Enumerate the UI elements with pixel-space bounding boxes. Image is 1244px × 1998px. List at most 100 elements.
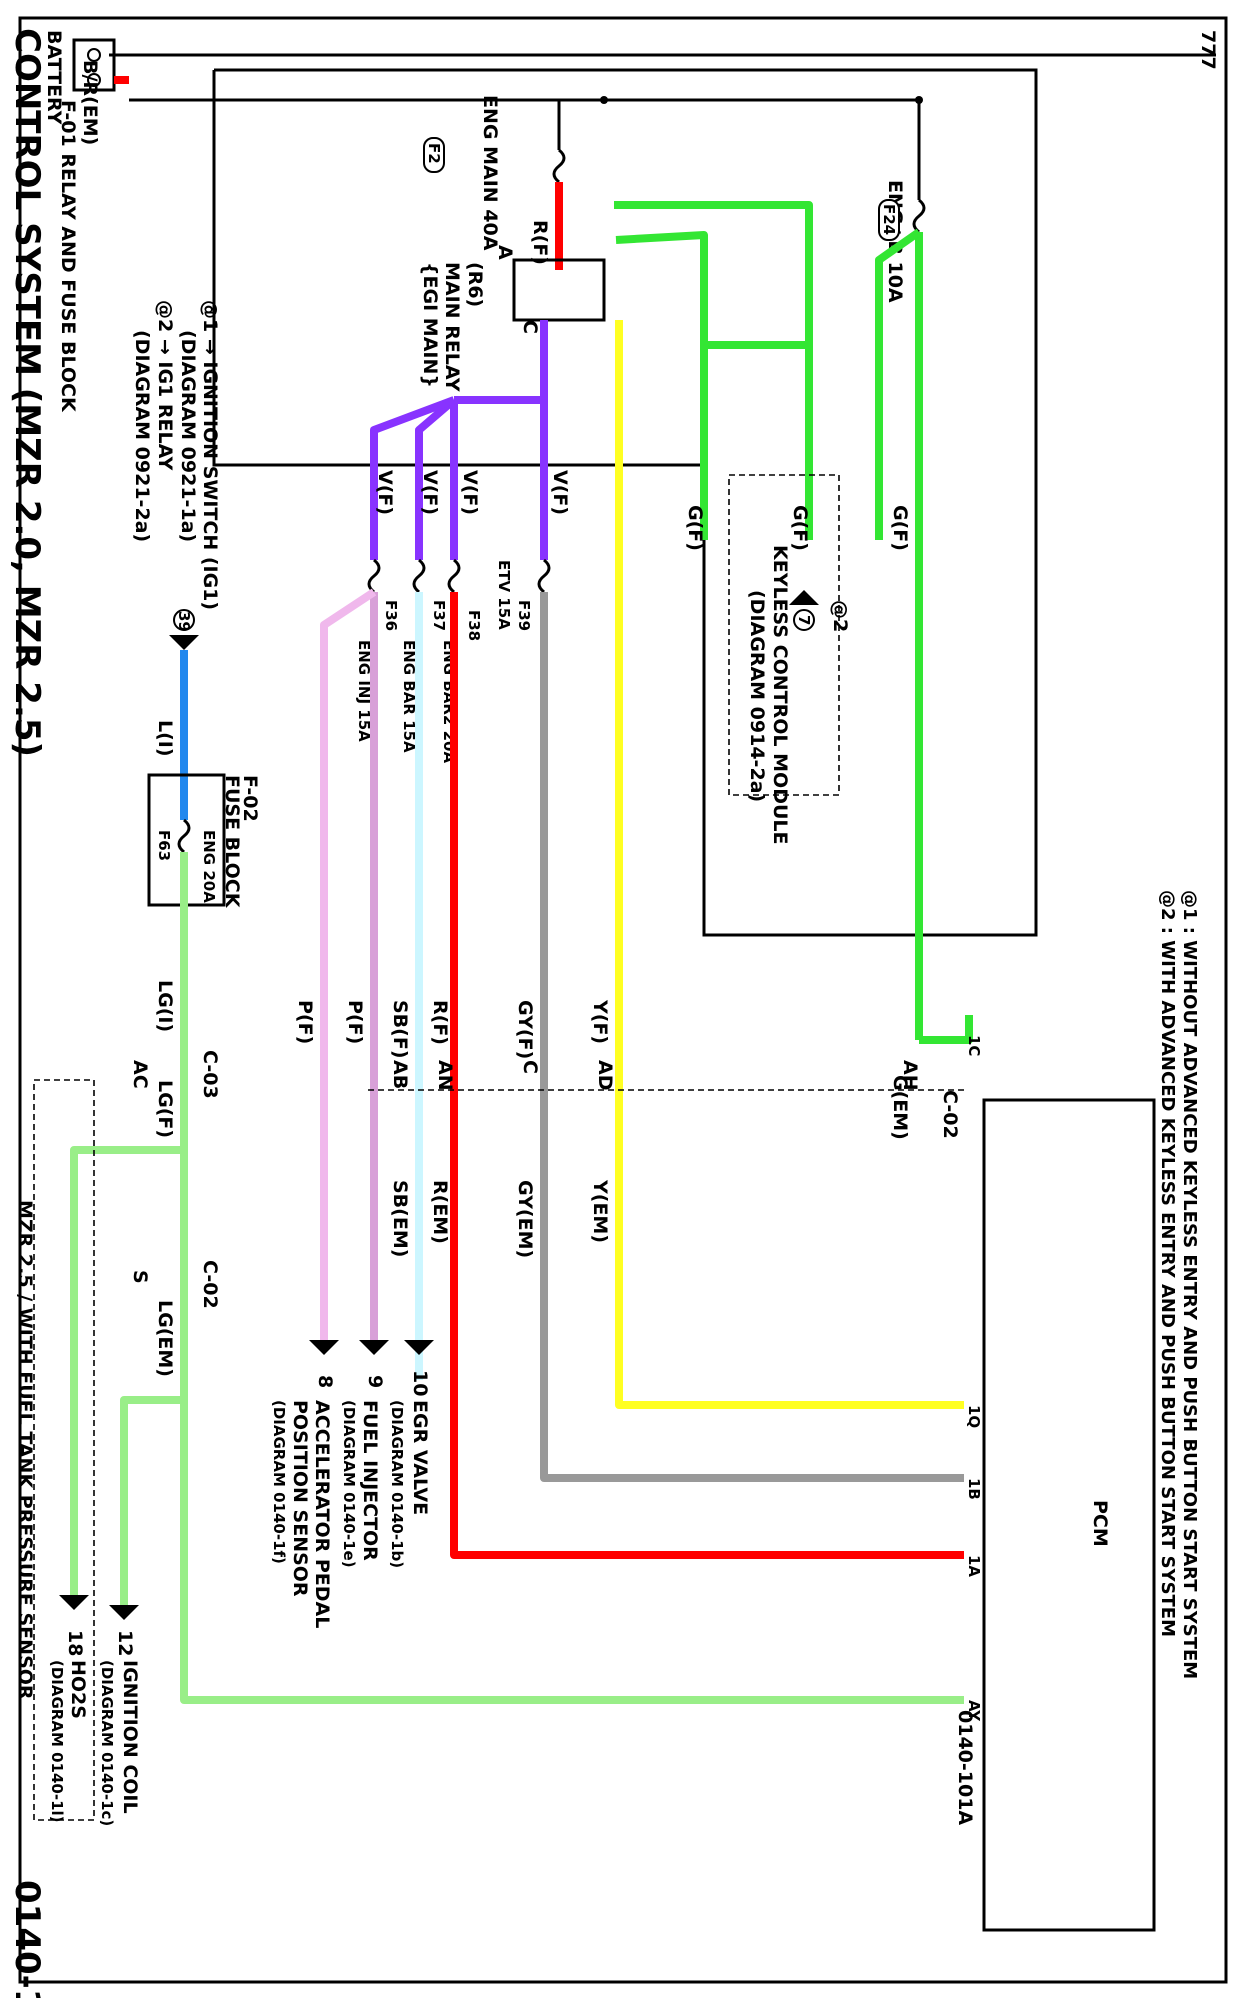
- wire-yf: [615, 320, 964, 1409]
- ign-ref: 12: [114, 1630, 136, 1656]
- li-label: L(I): [154, 720, 176, 757]
- egr-arrow: [404, 1340, 434, 1355]
- f2-tag-box: [423, 137, 445, 173]
- junction-dot: [600, 96, 608, 104]
- relay-tag: (R6): [464, 262, 486, 307]
- kcm-diag: (DIAGRAM 0914-2a): [746, 590, 768, 802]
- conn-an: AN: [434, 1060, 456, 1091]
- note-at2: @2 : WITH ADVANCED KEYLESS ENTRY AND PUS…: [1157, 890, 1178, 1637]
- kcm-ref: 7: [795, 615, 813, 625]
- sbem-label: SB(EM): [389, 1180, 411, 1257]
- conn-ah: AH: [899, 1060, 921, 1091]
- inj-name: FUEL INJECTOR: [359, 1400, 381, 1561]
- rem-label: R(EM): [429, 1180, 451, 1244]
- vf-label-1: V(F): [549, 470, 571, 515]
- app-name2: POSITION SENSOR: [289, 1400, 311, 1597]
- ig-line2: @2 → IG1 RELAY: [154, 300, 176, 470]
- gf-label-2: G(F): [789, 505, 811, 551]
- f63-fuse-symbol: [177, 818, 191, 854]
- battery-label: BATTERY: [43, 30, 65, 125]
- f01-block-outline: [212, 68, 1038, 937]
- wire-vf-inj: [370, 396, 456, 560]
- page-title: CONTROL SYSTEM (MZR 2.0, MZR 2.5): [7, 28, 47, 757]
- egr-name: EGR VALVE: [409, 1400, 431, 1515]
- f36-name: ENG INJ 15A: [355, 640, 373, 742]
- ho2s-diag: (DIAGRAM 0140-1l): [48, 1660, 66, 1823]
- relay-pin-a: A: [494, 245, 516, 260]
- pcm-ref: 0140-101A: [954, 1710, 976, 1825]
- corner-mark: 777: [1197, 30, 1219, 70]
- pcm-label: PCM: [1089, 1500, 1111, 1547]
- kcm-arrow: [789, 590, 819, 605]
- ig-ref-circle: [173, 609, 195, 631]
- mzr25-label: MZR 2.5 / WITH FUEL TANK PRESSURE SENSOR: [14, 1200, 36, 1700]
- wire-g-branch2: [875, 228, 922, 540]
- c02-label-2: C-02: [199, 1260, 221, 1309]
- relay-pin-c: C: [519, 320, 541, 334]
- vf-label-4: V(F): [374, 470, 396, 515]
- kcm-dashed-box: [728, 474, 840, 796]
- pcm-pin-ay: AY: [965, 1700, 983, 1722]
- battery-wire-label: B/R(EM): [79, 60, 101, 145]
- relay-name: MAIN RELAY: [441, 262, 463, 392]
- conn-ac: AC: [129, 1060, 151, 1089]
- conn-s: S: [129, 1270, 151, 1284]
- wire-lg-main: [180, 852, 964, 1704]
- app-name: ACCELERATOR PEDAL: [311, 1400, 333, 1628]
- f2-tag: F2: [425, 143, 443, 164]
- wire-lg-ho2s: [70, 1146, 184, 1600]
- egr-ref: 10: [409, 1370, 431, 1396]
- wire-gem-to-1c: [919, 1015, 973, 1044]
- wire-r: [450, 592, 964, 1559]
- c03-label: C-03: [199, 1050, 221, 1099]
- ho2s-arrow: [59, 1595, 89, 1610]
- ig-arrow: [169, 635, 199, 650]
- ign-arrow: [109, 1605, 139, 1620]
- conn-ad: AD: [594, 1060, 616, 1090]
- pcm-outline: [982, 1098, 1156, 1932]
- page-border: [18, 16, 1228, 1984]
- inj-diag: (DIAGRAM 0140-1e): [340, 1400, 358, 1568]
- relay-sub: {EGI MAIN}: [419, 262, 441, 388]
- ign-diag: (DIAGRAM 0140-1c): [98, 1660, 116, 1826]
- ig-ref: 39: [175, 611, 193, 632]
- kcm-ref-circle: [793, 609, 815, 631]
- vf-label-2: V(F): [459, 470, 481, 515]
- sbf-label: SB(F): [389, 1000, 411, 1059]
- f63-name: ENG 20A: [200, 830, 218, 903]
- pcm-pin-1c: 1C: [965, 1035, 983, 1056]
- wire-gyf: [540, 592, 964, 1482]
- ign-name: IGNITION COIL: [119, 1660, 141, 1814]
- conn-ab: AB: [389, 1060, 411, 1089]
- mzr25-dashed-box: [33, 1079, 95, 1821]
- gf-label-3: G(F): [684, 505, 706, 551]
- f02-label: FUSE BLOCK: [221, 775, 243, 909]
- f39-tag: F39: [515, 600, 533, 631]
- app-diag: (DIAGRAM 0140-1f): [270, 1400, 288, 1564]
- ig-line1b: (DIAGRAM 0921-1a): [177, 330, 199, 542]
- wire-lg-ign: [120, 1396, 184, 1610]
- lgi-label: LG(I): [154, 980, 176, 1032]
- wire-vf-bar: [415, 396, 457, 560]
- gyf-label: GY(F): [514, 1000, 536, 1059]
- inj-ref: 9: [364, 1375, 386, 1388]
- f01-label: F-01 RELAY AND FUSE BLOCK: [57, 100, 79, 413]
- gem-label: G(EM): [889, 1075, 911, 1140]
- yem-label: Y(EM): [589, 1179, 611, 1243]
- inj-arrow: [359, 1340, 389, 1355]
- conn-c: C: [519, 1060, 541, 1074]
- f24-fuse-symbol: [912, 198, 926, 234]
- note-at1: @1 : WITHOUT ADVANCED KEYLESS ENTRY AND …: [1179, 890, 1200, 1679]
- f39-name: ETV 15A: [495, 560, 513, 630]
- ho2s-name: HO2S: [67, 1660, 89, 1719]
- f2-name: ENG MAIN 40A: [479, 95, 501, 251]
- f02-id: F-02: [239, 775, 261, 822]
- battery-symbol: [72, 38, 116, 92]
- ig-line2b: (DIAGRAM 0921-2a): [131, 330, 153, 542]
- gyem-label: GY(EM): [514, 1180, 536, 1258]
- pcm-pin-1a: 1A: [965, 1555, 983, 1577]
- f37-name: ENG BAR 15A: [400, 640, 418, 753]
- kcm-at: @2: [829, 600, 851, 632]
